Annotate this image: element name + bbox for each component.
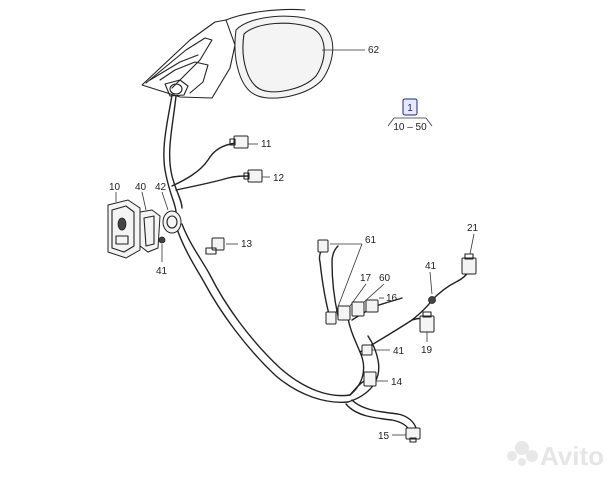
callout-19: 19 <box>421 345 433 356</box>
callouts: 62 11 12 10 40 42 13 41 61 21 17 60 41 1… <box>109 45 479 442</box>
connector-19 <box>419 311 435 333</box>
callout-14: 14 <box>391 377 403 388</box>
legend-badge-number: 1 <box>407 103 413 114</box>
callout-61: 61 <box>365 235 377 246</box>
callout-40: 40 <box>135 182 147 193</box>
grommet <box>162 210 182 234</box>
watermark-text: Avito <box>540 441 604 471</box>
callout-62: 62 <box>368 45 380 56</box>
connector-13 <box>205 237 225 255</box>
callout-12: 12 <box>273 173 285 184</box>
mirror-housing <box>141 8 334 99</box>
connector-21 <box>461 253 477 275</box>
leader-lines <box>115 49 475 436</box>
connector-61 <box>317 239 337 325</box>
connector-11 <box>229 135 249 149</box>
connector-cluster <box>337 299 379 321</box>
callout-60: 60 <box>379 273 391 284</box>
callout-42: 42 <box>155 182 167 193</box>
connector-12 <box>243 169 263 183</box>
clip-41-right <box>428 296 436 304</box>
callout-41-right: 41 <box>425 261 437 272</box>
callout-41-middle: 41 <box>393 346 405 357</box>
screw-left <box>158 236 166 244</box>
connector-15 <box>405 427 421 443</box>
legend-range: 10 – 50 <box>393 122 427 133</box>
bracket <box>139 209 161 253</box>
wiring-harness <box>163 94 469 433</box>
switch-unit <box>107 199 141 259</box>
callout-21: 21 <box>467 223 479 234</box>
callout-11: 11 <box>261 139 272 150</box>
callout-16: 16 <box>386 293 398 304</box>
callout-17: 17 <box>360 273 372 284</box>
callout-13: 13 <box>241 239 253 250</box>
avito-logo-icon <box>507 441 538 466</box>
clip-41-middle <box>361 344 373 356</box>
watermark: Avito <box>507 441 604 471</box>
connector-14 <box>363 371 377 387</box>
callout-41-left: 41 <box>156 266 168 277</box>
callout-15: 15 <box>378 431 390 442</box>
callout-10: 10 <box>109 182 121 193</box>
legend-badge: 1 10 – 50 <box>387 98 433 133</box>
